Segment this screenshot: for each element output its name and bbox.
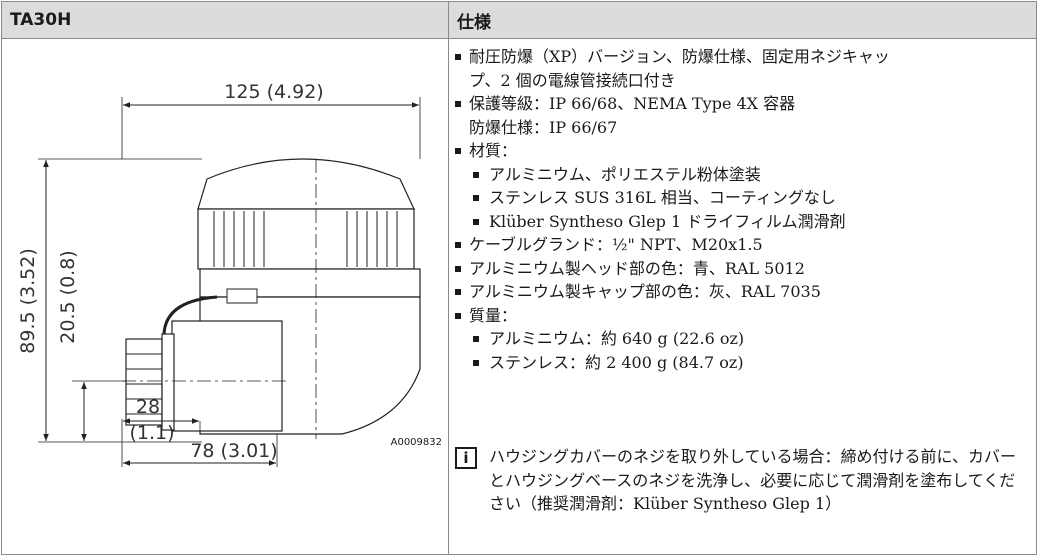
dim-label-width: 125 (4.92) — [224, 81, 323, 103]
spec-sub-item: アルミニウム：約 640 g (22.6 oz) — [449, 327, 1036, 351]
spec-text: 防爆仕様：IP 66/67 — [469, 117, 618, 137]
spec-text: 材質： — [469, 141, 518, 160]
bullet-marker — [455, 148, 461, 154]
dim-label-height-total: 89.5 (3.52) — [17, 248, 39, 353]
gland-threads — [126, 353, 162, 415]
gland-nut — [161, 333, 175, 431]
bullet-marker — [473, 195, 479, 201]
dimension-drawing: 125 (4.92) — [2, 39, 448, 554]
header-model: TA30H — [1, 1, 449, 39]
spec-item: 保護等級：IP 66/68、NEMA Type 4X 容器 — [449, 92, 1036, 116]
bullet-marker — [455, 54, 461, 60]
spec-item: 質量： — [449, 304, 1036, 328]
note-block: i ハウジングカバーのネジを取り外している場合：締め付ける前に、カバーとハウジン… — [455, 445, 1030, 516]
bullet-marker — [455, 289, 461, 295]
bullet-marker — [473, 171, 479, 178]
spec-text: プ、2 個の電線管接続口付き — [469, 70, 676, 90]
spec-text: ケーブルグランド：½" NPT、M20x1.5 — [469, 235, 763, 254]
chain-clip — [226, 288, 258, 304]
info-icon: i — [455, 447, 477, 469]
spec-sub-item: ステンレス：約 2 400 g (84.7 oz) — [449, 351, 1036, 375]
spec-item: 材質： — [449, 139, 1036, 163]
cap-ribs — [213, 211, 398, 267]
spec-text: アルミニウム製キャップ部の色：灰、RAL 7035 — [469, 282, 821, 301]
table-header-row: TA30H 仕様 — [1, 1, 1037, 39]
spec-text: アルミニウム：約 640 g (22.6 oz) — [489, 329, 745, 348]
spec-sub-item: ステンレス SUS 316L 相当、コーティングなし — [449, 186, 1036, 210]
dim-label-11: (1.1) — [129, 422, 174, 444]
bullet-marker — [455, 265, 461, 272]
spec-text: ステンレス：約 2 400 g (84.7 oz) — [489, 352, 744, 372]
spec-sub-item: Klüber Syntheso Glep 1 ドライフィルム潤滑剤 — [449, 210, 1036, 234]
spec-text: 耐圧防爆（XP）バージョン、防爆仕様、固定用ネジキャッ — [469, 47, 890, 66]
header-specs: 仕様 — [448, 1, 1037, 39]
terminal-box — [171, 320, 283, 432]
spec-text: 質量： — [469, 305, 518, 325]
spec-continuation: 防爆仕様：IP 66/67 — [449, 116, 1036, 140]
housing-drawing: 125 (4.92) — [17, 81, 421, 467]
spec-item: 耐圧防爆（XP）バージョン、防爆仕様、固定用ネジキャッ — [449, 45, 1036, 69]
spec-continuation: プ、2 個の電線管接続口付き — [449, 69, 1036, 93]
figure-id: A0009832 — [390, 437, 442, 448]
bullet-marker — [455, 312, 461, 319]
spec-text: アルミニウム、ポリエステル粉体塗装 — [489, 164, 761, 184]
spec-text: アルミニウム製ヘッド部の色：青、RAL 5012 — [469, 258, 805, 278]
bullet-marker — [455, 242, 461, 248]
spec-sub-item: アルミニウム、ポリエステル粉体塗装 — [449, 163, 1036, 187]
bullet-marker — [473, 359, 479, 366]
cap-top — [197, 158, 415, 210]
bullet-marker — [455, 101, 461, 107]
dim-label-78: 78 (3.01) — [190, 440, 277, 462]
bullet-marker — [473, 336, 479, 342]
spec-cell: 耐圧防爆（XP）バージョン、防爆仕様、固定用ネジキャップ、2 個の電線管接続口付… — [448, 38, 1037, 555]
drawing-cell: 125 (4.92) — [1, 38, 449, 555]
spec-text: ステンレス SUS 316L 相当、コーティングなし — [489, 188, 836, 207]
dim-label-28: 28 — [136, 396, 160, 418]
note-text: ハウジングカバーのネジを取り外している場合：締め付ける前に、カバーとハウジングベ… — [489, 447, 1017, 513]
spec-text: Klüber Syntheso Glep 1 ドライフィルム潤滑剤 — [489, 211, 846, 231]
cable-gland — [125, 338, 163, 426]
bullet-marker — [473, 218, 479, 225]
dim-label-height-inner: 20.5 (0.8) — [57, 250, 79, 343]
spec-list: 耐圧防爆（XP）バージョン、防爆仕様、固定用ネジキャップ、2 個の電線管接続口付… — [449, 39, 1036, 374]
spec-text: 保護等級：IP 66/68、NEMA Type 4X 容器 — [469, 94, 796, 113]
spec-item: アルミニウム製キャップ部の色：灰、RAL 7035 — [449, 280, 1036, 304]
table-row: 125 (4.92) — [1, 38, 1037, 555]
spec-item: ケーブルグランド：½" NPT、M20x1.5 — [449, 233, 1036, 257]
cap-body — [197, 208, 415, 270]
spec-item: アルミニウム製ヘッド部の色：青、RAL 5012 — [449, 257, 1036, 281]
